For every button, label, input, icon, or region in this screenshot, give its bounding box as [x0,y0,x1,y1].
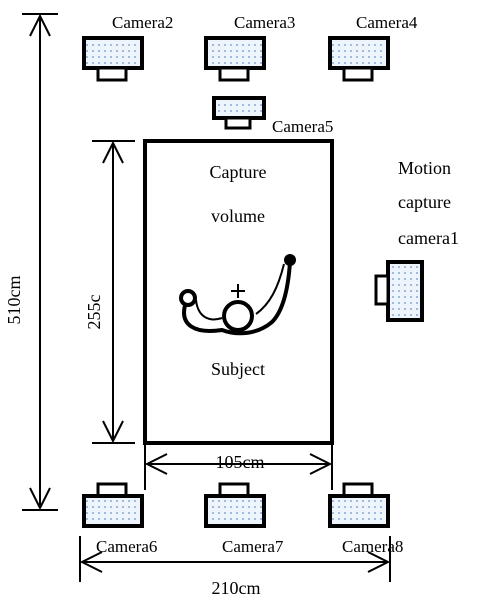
outer-width-dimension [79,536,391,582]
inner-width-label: 105cm [216,452,265,472]
camera1-icon [374,260,424,322]
camera1-label: camera1 [398,228,459,248]
outer-height-label: 510cm [4,276,24,325]
camera3-icon [204,36,266,82]
capture-volume-line1: Capture [210,162,267,182]
subject-label: Subject [211,359,265,379]
inner-height-dimension [92,140,135,444]
inner-height-label: 255c [84,295,104,330]
motion-label: Motion [398,158,451,178]
outer-height-dimension [22,13,58,511]
camera8-icon [328,482,390,528]
camera7-icon [204,482,266,528]
inner-width-dimension [144,443,333,490]
camera6-label: Camera6 [96,537,157,556]
camera5-icon [212,96,266,130]
camera2-icon [82,36,144,82]
outer-width-label: 210cm [212,578,261,598]
camera6-icon [82,482,144,528]
subject-figure-icon [179,254,296,336]
camera2-label: Camera2 [112,13,173,32]
camera4-icon [328,36,390,82]
camera4-label: Camera4 [356,13,418,32]
capture-volume-box [143,139,334,445]
camera5-label: Camera5 [272,117,333,136]
capture-volume-line2: volume [211,206,265,226]
camera7-label: Camera7 [222,537,284,556]
capture-label: capture [398,192,451,212]
camera3-label: Camera3 [234,13,295,32]
camera8-label: Camera8 [342,537,403,556]
